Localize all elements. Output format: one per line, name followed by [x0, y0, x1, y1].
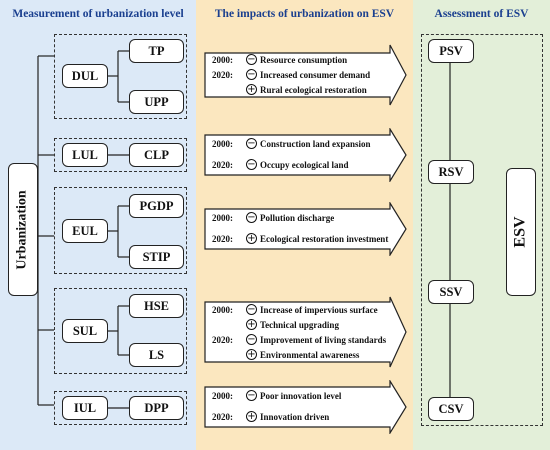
indicator-box-stip: STIP: [129, 245, 184, 269]
impact-line: 2000: −Construction land expansion: [212, 136, 391, 151]
indicator-box-ls: LS: [129, 343, 184, 367]
impact-lines-eul: 2000: −Pollution discharge 2020: +Ecologic…: [212, 210, 391, 246]
minus-icon: −: [246, 390, 257, 401]
plus-icon: +: [246, 233, 257, 244]
impact-arrow-lul: 2000: −Construction land expansion 2020: −…: [204, 128, 407, 182]
plus-icon: +: [246, 411, 257, 422]
impact-line: 2000: −Increase of impervious surface: [212, 302, 391, 317]
impacts-panel-title: The impacts of urbanization on ESV: [214, 8, 395, 20]
indicator-box-pgdp: PGDP: [129, 194, 184, 218]
impact-text: Occupy ecological land: [260, 159, 349, 170]
group-frame-iul: [54, 391, 187, 425]
minus-icon: −: [246, 212, 257, 223]
plus-icon: +: [246, 319, 257, 330]
impact-text: Increase of impervious surface: [260, 304, 378, 315]
impact-text: Construction land expansion: [260, 138, 371, 149]
assessment-panel-title: Assessment of ESV: [434, 8, 529, 20]
impact-line: +Rural ecological restoration: [212, 82, 391, 97]
impact-lines-lul: 2000: −Construction land expansion 2020: −…: [212, 136, 391, 172]
minus-icon: −: [246, 138, 257, 149]
impact-line: 2020: −Occupy ecological land: [212, 157, 391, 172]
impact-lines-dul: 2000: −Resource consumption 2020: −Increas…: [212, 52, 391, 97]
indicator-box-hse: HSE: [129, 294, 184, 318]
impact-line: +Environmental awareness: [212, 347, 391, 362]
impact-year: 2000:: [212, 54, 233, 65]
impact-arrow-sul: 2000:−Increase of impervious surface +Te…: [204, 296, 407, 368]
impact-text: Resource consumption: [260, 54, 348, 65]
minus-icon: −: [246, 304, 257, 315]
measurement-panel-title: Measurement of urbanization level: [12, 8, 184, 20]
impact-lines-iul: 2000: −Poor innovation level 2020: +Innova…: [212, 388, 391, 424]
group-box-dul: DUL: [62, 64, 108, 88]
impact-text: Poor innovation level: [260, 390, 342, 401]
minus-icon: −: [246, 334, 257, 345]
impact-text: Innovation driven: [260, 411, 330, 422]
impact-year: 2000:: [212, 390, 233, 401]
indicator-box-tp: TP: [129, 39, 184, 63]
impact-year: 2000:: [212, 304, 233, 315]
plus-icon: +: [246, 84, 257, 95]
impact-year: 2020:: [212, 411, 233, 422]
esv-box: ESV: [506, 168, 536, 296]
impact-year: 2020:: [212, 159, 233, 170]
connector-lines: [37, 50, 129, 409]
impact-text: Pollution discharge: [260, 212, 335, 223]
impact-line: 2020: +Innovation driven: [212, 409, 391, 424]
assessment-spine: [449, 62, 451, 398]
group-box-eul: EUL: [62, 219, 108, 243]
impact-line: 2020: −Increased consumer demand: [212, 67, 391, 82]
group-box-iul: IUL: [62, 396, 108, 420]
impact-text: Rural ecological restoration: [260, 84, 367, 95]
impact-year: 2020:: [212, 69, 233, 80]
group-box-lul: LUL: [62, 143, 108, 167]
assessment-box-rsv: RSV: [428, 160, 474, 184]
impact-year: 2000:: [212, 138, 233, 149]
group-box-sul: SUL: [62, 319, 108, 343]
assessment-box-csv: CSV: [428, 397, 474, 421]
assessment-frame: [421, 34, 543, 426]
assessment-box-ssv: SSV: [428, 280, 474, 304]
indicator-box-clp: CLP: [129, 143, 184, 167]
impact-text: Environmental awareness: [260, 349, 360, 360]
impact-text: Technical upgrading: [260, 319, 339, 330]
impact-line: 2000: −Pollution discharge: [212, 210, 391, 225]
plus-icon: +: [246, 349, 257, 360]
indicator-box-dpp: DPP: [129, 396, 184, 420]
group-frame-eul: [54, 187, 187, 274]
minus-icon: −: [246, 159, 257, 170]
urbanization-root-box: Urbanization: [8, 163, 38, 296]
impact-line: 2020: −Improvement of living standards: [212, 332, 391, 347]
impact-text: Increased consumer demand: [260, 69, 371, 80]
assessment-box-psv: PSV: [428, 39, 474, 63]
impact-arrow-eul: 2000: −Pollution discharge 2020: +Ecologic…: [204, 202, 407, 256]
group-frame-lul: [54, 138, 187, 172]
impact-line: 2020: +Ecological restoration investment: [212, 231, 391, 246]
impact-lines-sul: 2000:−Increase of impervious surface +Te…: [212, 302, 391, 362]
impact-text: Ecological restoration investment: [260, 233, 389, 244]
impact-arrow-iul: 2000: −Poor innovation level 2020: +Innova…: [204, 380, 407, 434]
group-frame-dul: [54, 34, 187, 119]
impact-text: Improvement of living standards: [260, 334, 387, 345]
minus-icon: −: [246, 54, 257, 65]
impact-year: 2020:: [212, 233, 233, 244]
impact-line: +Technical upgrading: [212, 317, 391, 332]
impact-arrow-dul: 2000: −Resource consumption 2020: −Increas…: [204, 44, 407, 106]
impact-year: 2020:: [212, 334, 233, 345]
indicator-box-upp: UPP: [129, 90, 184, 114]
esv-label: ESV: [512, 216, 529, 248]
urbanization-root-label: Urbanization: [15, 189, 30, 270]
impact-line: 2000: −Resource consumption: [212, 52, 391, 67]
minus-icon: −: [246, 69, 257, 80]
impact-year: 2000:: [212, 212, 233, 223]
group-frame-sul: [54, 288, 187, 374]
impact-line: 2000: −Poor innovation level: [212, 388, 391, 403]
